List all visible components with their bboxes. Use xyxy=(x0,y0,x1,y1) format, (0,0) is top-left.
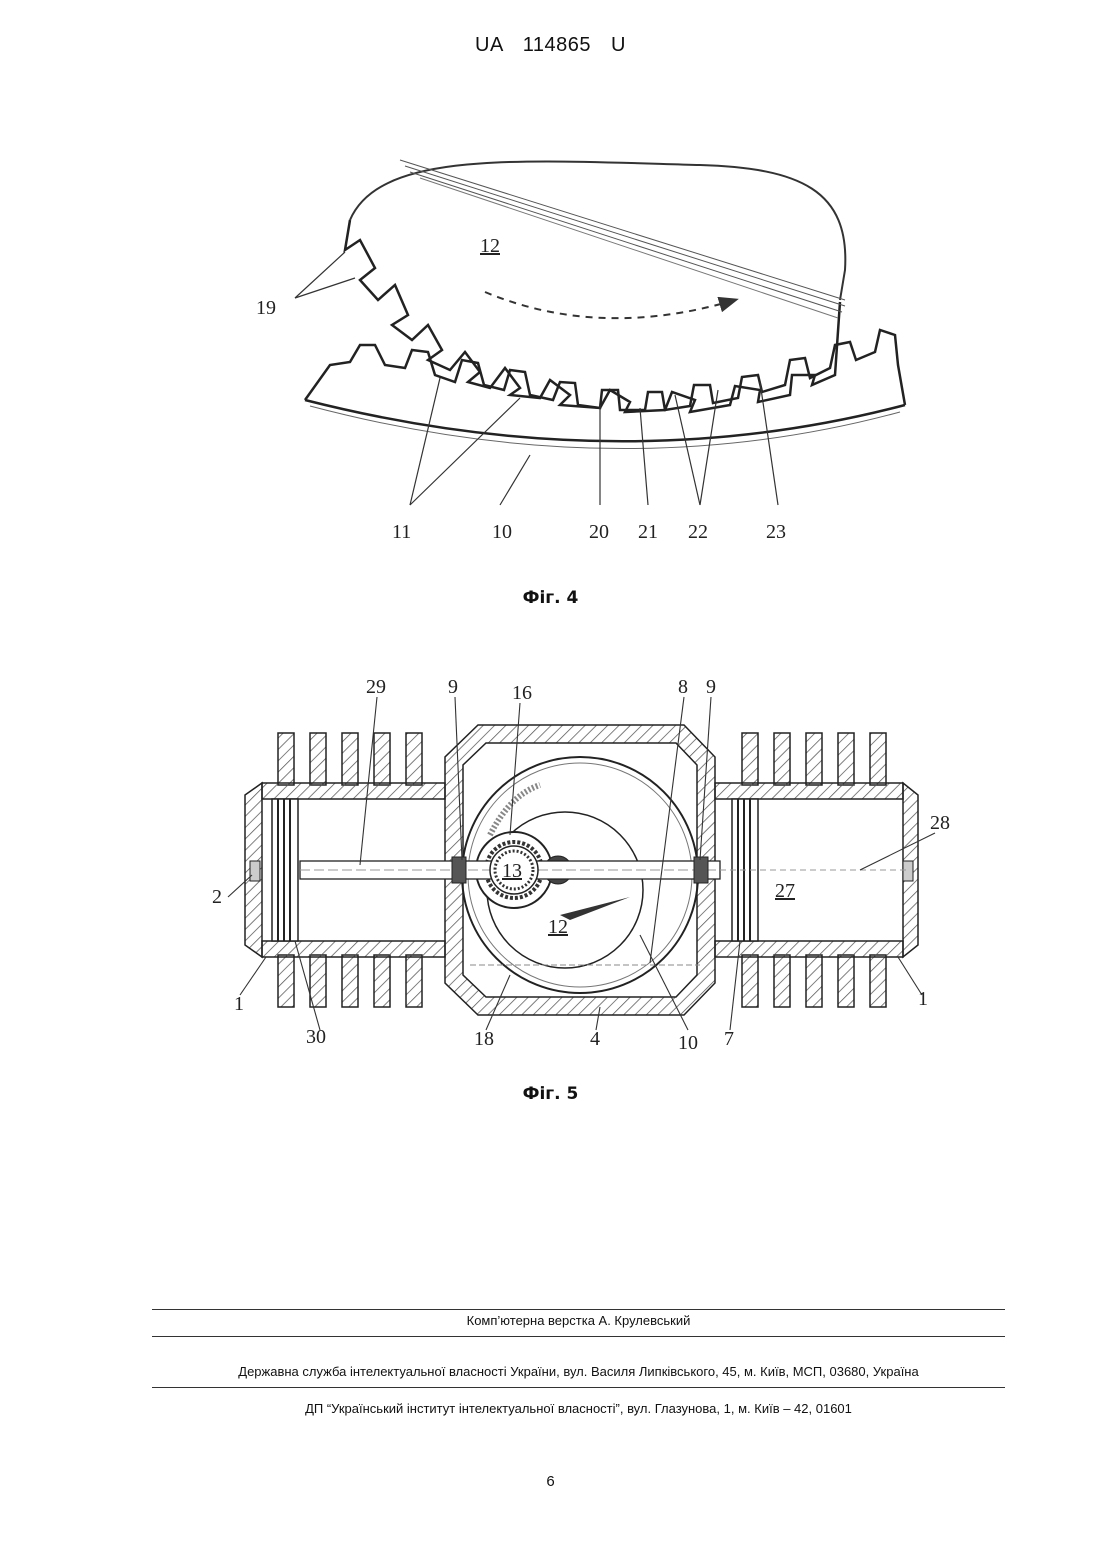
label-18: 18 xyxy=(474,1028,494,1050)
patent-number-header: UA 114865 U xyxy=(0,34,1101,57)
label-27: 27 xyxy=(775,880,795,902)
label-28: 28 xyxy=(930,812,950,834)
label-12: 12 xyxy=(480,235,500,257)
label-1-left: 1 xyxy=(234,993,244,1015)
label-13: 13 xyxy=(502,860,522,882)
label-1-right: 1 xyxy=(918,988,928,1010)
page-number: 6 xyxy=(0,1473,1101,1490)
label-19: 19 xyxy=(256,297,276,319)
rotation-arrow xyxy=(485,292,735,318)
label-22: 22 xyxy=(688,521,708,543)
left-cooling-fins-bottom xyxy=(278,955,422,1007)
label-16: 16 xyxy=(512,682,532,704)
label-11: 11 xyxy=(392,521,411,543)
lower-gear-rim xyxy=(305,400,905,441)
label-8: 8 xyxy=(678,676,688,698)
upper-gear-teeth xyxy=(345,220,840,412)
label-7: 7 xyxy=(724,1028,734,1050)
label-21: 21 xyxy=(638,521,658,543)
right-cooling-fins-bottom xyxy=(742,955,886,1007)
right-cooling-fins-top xyxy=(742,733,886,785)
figure-4-drawing: 12 19 11 10 20 21 22 23 xyxy=(0,120,1101,570)
label-30: 30 xyxy=(306,1026,326,1048)
left-cooling-fins-top xyxy=(278,733,422,785)
label-10: 10 xyxy=(492,521,512,543)
footer-rule-3 xyxy=(152,1387,1005,1388)
figure-5-drawing: 29 9 16 8 9 28 2 13 12 27 1 1 30 18 4 10… xyxy=(0,665,1101,1065)
left-piston xyxy=(272,799,298,941)
label-20: 20 xyxy=(589,521,609,543)
figure-5-caption: Фіг. 5 xyxy=(0,1084,1101,1104)
label-10: 10 xyxy=(678,1032,698,1054)
footer-rule-1 xyxy=(152,1309,1005,1310)
label-4: 4 xyxy=(590,1028,600,1050)
footer-rule-2 xyxy=(152,1336,1005,1337)
label-9-right: 9 xyxy=(706,676,716,698)
figure-4-caption: Фіг. 4 xyxy=(0,588,1101,608)
label-12: 12 xyxy=(548,916,568,938)
label-9-left: 9 xyxy=(448,676,458,698)
label-23: 23 xyxy=(766,521,786,543)
label-29: 29 xyxy=(366,676,386,698)
institute-address: ДП “Український інститут інтелектуальної… xyxy=(152,1401,1005,1416)
right-cylinder-wall xyxy=(715,783,903,799)
publisher-address: Державна служба інтелектуальної власност… xyxy=(152,1364,1005,1379)
upper-gear-body xyxy=(350,161,845,300)
layout-credit: Комп’ютерна верстка А. Крулевський xyxy=(152,1313,1005,1328)
left-cylinder-wall xyxy=(262,783,445,799)
label-2: 2 xyxy=(212,886,222,908)
